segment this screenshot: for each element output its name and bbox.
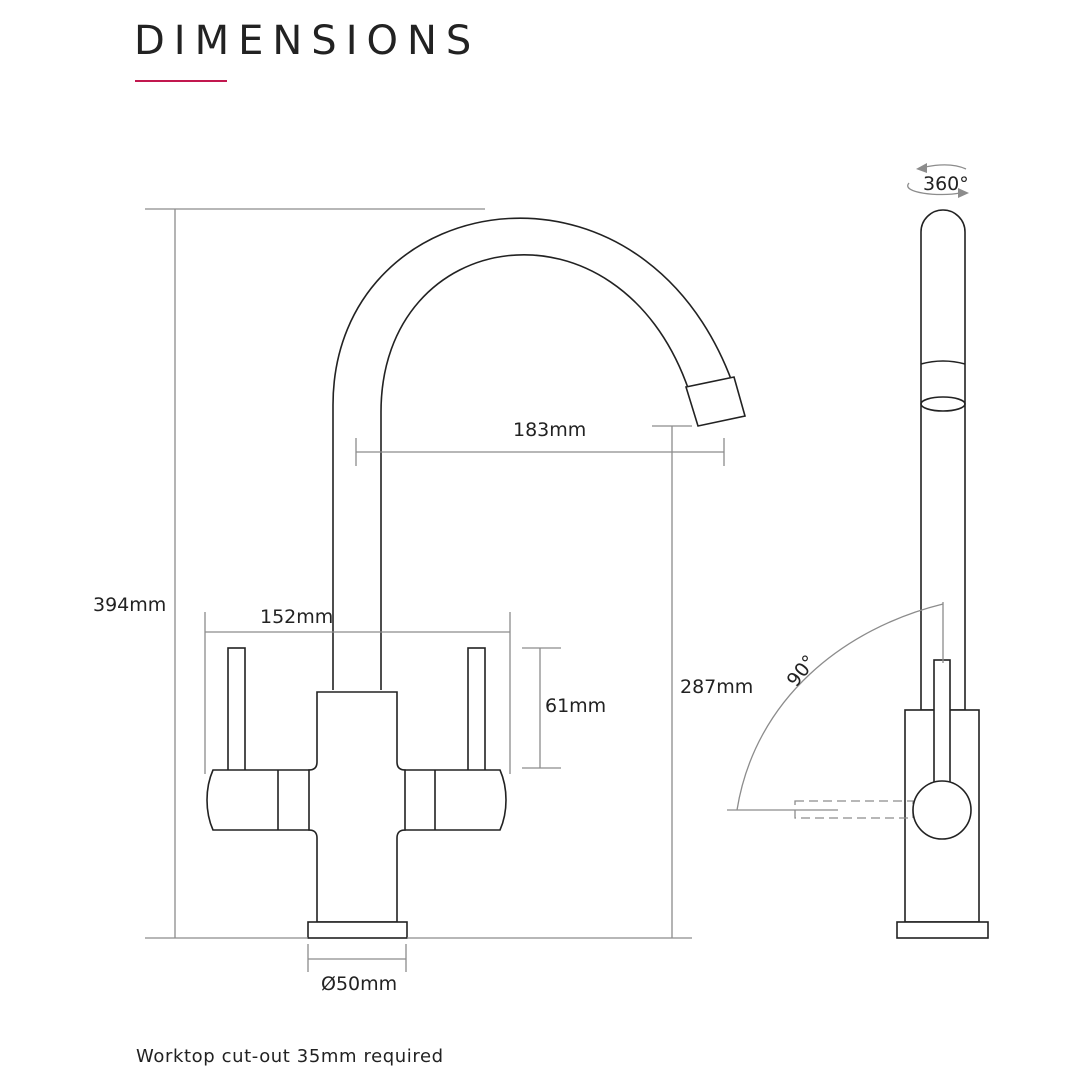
- cutout-note: Worktop cut-out 35mm required: [136, 1046, 444, 1067]
- left-handle-knob: [206, 769, 319, 831]
- handle-span-label: 152mm: [260, 606, 333, 628]
- page-title: DIMENSIONS: [134, 18, 481, 64]
- tap-base: [307, 921, 408, 939]
- spout-reach-label: 183mm: [513, 419, 586, 441]
- spout-nozzle: [684, 376, 747, 427]
- tap-body: [308, 691, 406, 923]
- rotation-arrow-icon: [924, 164, 967, 170]
- total-height-label: 394mm: [93, 594, 166, 616]
- side-base: [896, 921, 989, 939]
- spout-clearance-label: 287mm: [680, 676, 753, 698]
- lever-angle-label: 90°: [783, 651, 821, 691]
- side-lever: [933, 659, 951, 787]
- side-spout-ring: [920, 360, 966, 365]
- side-spout-column: [920, 209, 966, 711]
- side-lever-knob: [912, 780, 972, 840]
- tap-front-view: [206, 217, 747, 939]
- base-diameter-label: Ø50mm: [321, 973, 397, 995]
- spout-outer-curve: [332, 217, 743, 690]
- right-handle-knob: [396, 769, 507, 831]
- title-underline: [135, 80, 227, 82]
- lever-angle-arc: [736, 603, 944, 811]
- dimension-labels: 394mm 183mm 152mm 61mm 287mm Ø50mm 360° …: [93, 173, 969, 995]
- left-handle-lever: [227, 647, 246, 774]
- dimension-lines: [145, 208, 725, 972]
- side-spout-ring-lower: [920, 396, 966, 412]
- tap-side-view: [727, 163, 989, 939]
- rotation-label: 360°: [923, 173, 969, 195]
- handle-height-label: 61mm: [545, 695, 606, 717]
- right-handle-lever: [467, 647, 486, 774]
- spout-inner-curve: [380, 253, 689, 690]
